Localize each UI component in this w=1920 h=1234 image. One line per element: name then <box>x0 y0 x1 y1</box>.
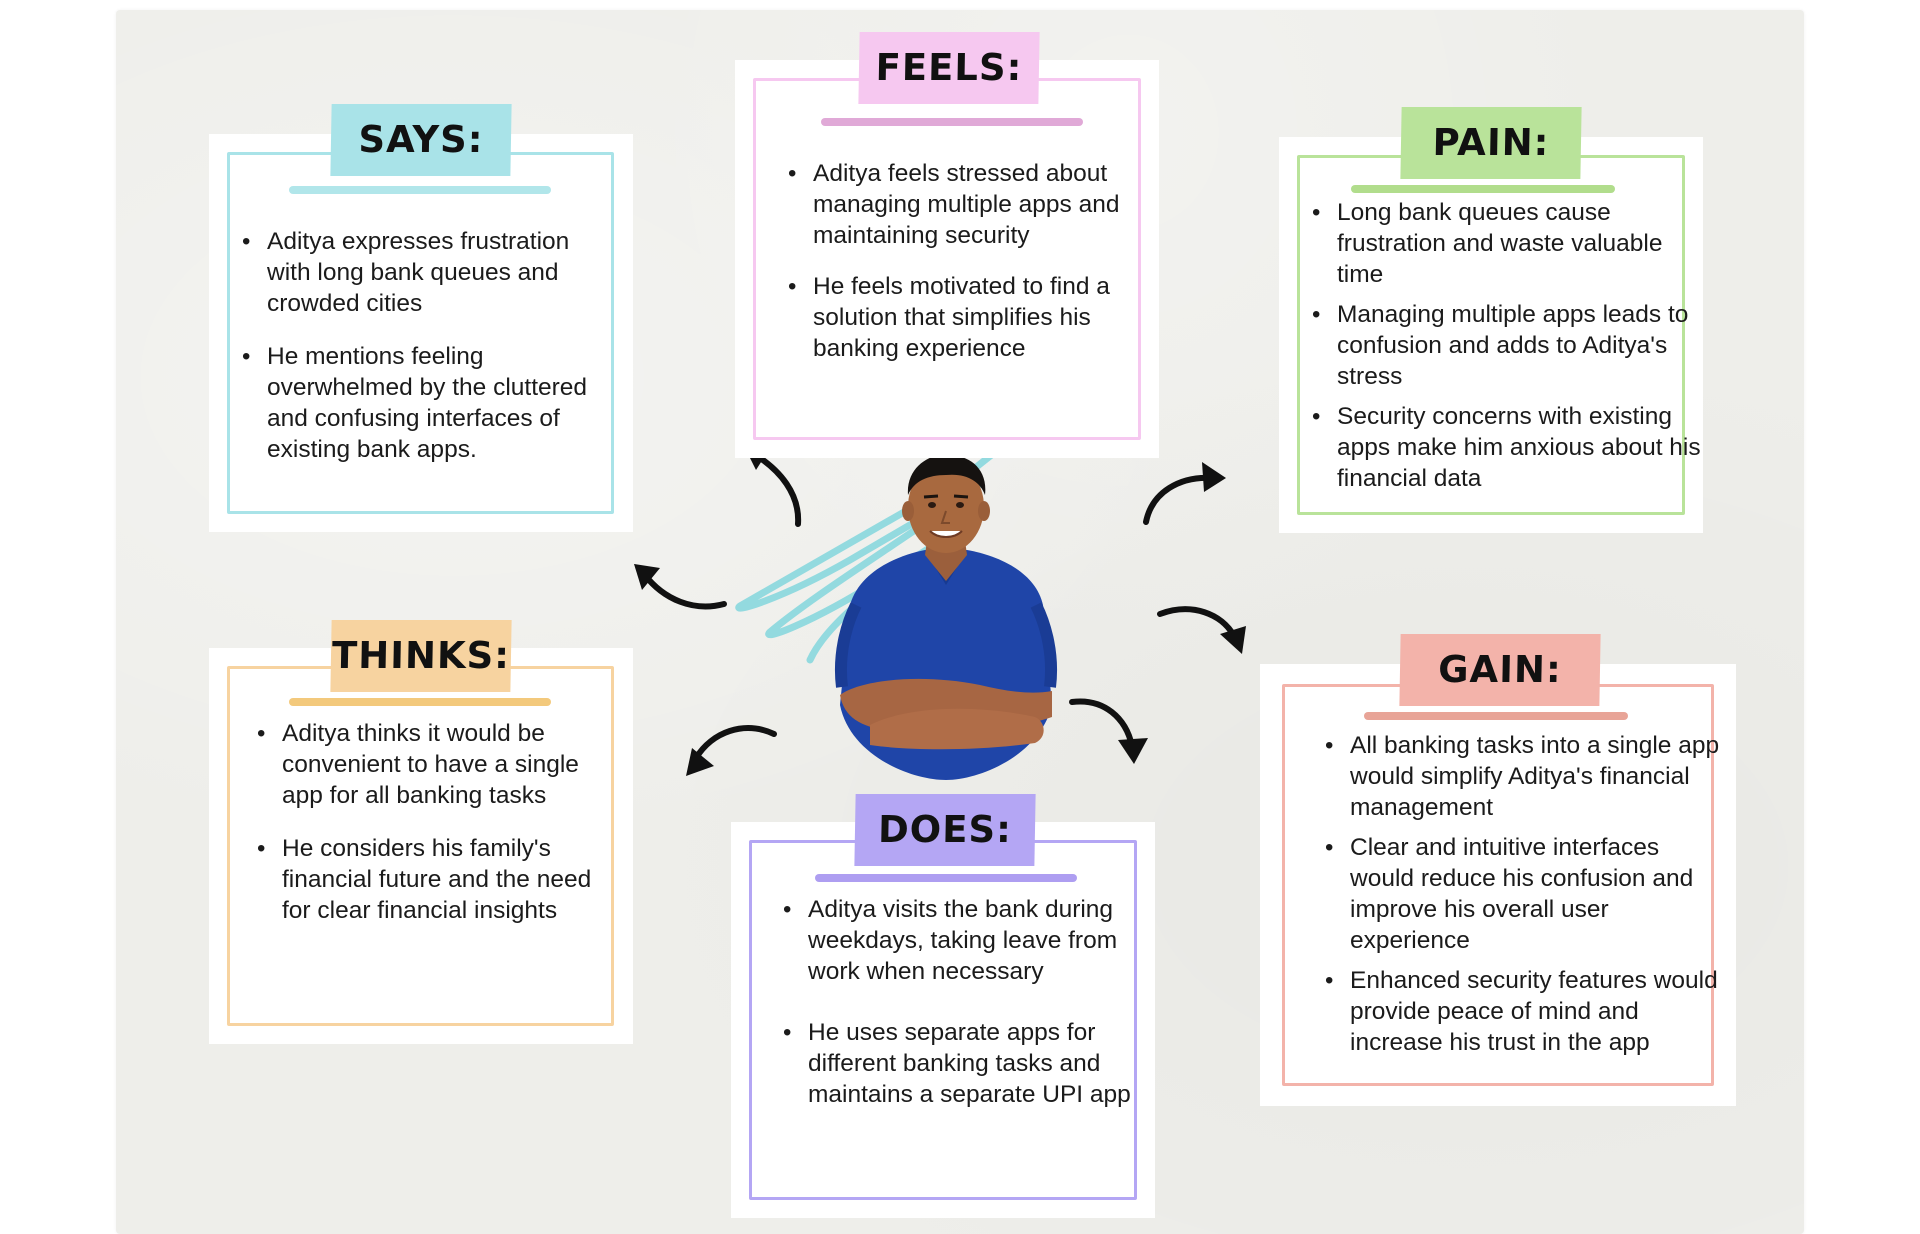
gain-card: GAIN: All banking tasks into a single ap… <box>1260 634 1736 1106</box>
says-item: He mentions feeling overwhelmed by the c… <box>242 341 611 465</box>
thinks-title: THINKS: <box>330 620 512 692</box>
gain-item: Enhanced security features would provide… <box>1325 965 1722 1058</box>
says-item: Aditya expresses frustration with long b… <box>242 226 611 319</box>
says-list: Aditya expresses frustration with long b… <box>241 226 611 465</box>
arrow-to-gain-icon <box>1157 606 1246 654</box>
pain-item: Security concerns with existing apps mak… <box>1312 401 1703 494</box>
gain-underline <box>1364 712 1628 720</box>
pain-card: PAIN: Long bank queues cause frustration… <box>1279 107 1703 533</box>
pain-item: Long bank queues cause frustration and w… <box>1312 197 1703 290</box>
does-title: DOES: <box>854 794 1036 866</box>
pain-title: PAIN: <box>1400 107 1582 179</box>
persona-avatar <box>834 455 1058 780</box>
gain-title: GAIN: <box>1399 634 1601 706</box>
does-card: DOES: Aditya visits the bank during week… <box>731 794 1155 1218</box>
does-item: Aditya visits the bank during weekdays, … <box>783 894 1148 987</box>
thinks-item: He considers his family's financial futu… <box>257 833 622 926</box>
thinks-underline <box>289 698 551 706</box>
feels-item: He feels motivated to find a solution th… <box>788 271 1153 364</box>
says-underline <box>289 186 551 194</box>
arrow-to-does-icon <box>1069 698 1148 764</box>
arrow-to-pain-icon <box>1143 462 1226 525</box>
pain-underline <box>1351 185 1615 193</box>
feels-underline <box>821 118 1083 126</box>
pain-list: Long bank queues cause frustration and w… <box>1311 197 1703 494</box>
pain-item: Managing multiple apps leads to confusio… <box>1312 299 1703 392</box>
feels-card: FEELS: Aditya feels stressed about manag… <box>735 32 1159 458</box>
feels-list: Aditya feels stressed about managing mul… <box>787 158 1153 364</box>
does-list: Aditya visits the bank during weekdays, … <box>782 894 1148 1110</box>
gain-item: Clear and intuitive interfaces would red… <box>1325 832 1722 956</box>
thinks-list: Aditya thinks it would be convenient to … <box>256 718 622 926</box>
does-underline <box>815 874 1077 882</box>
arrow-to-thinks-icon <box>686 725 777 776</box>
arrow-to-says-icon <box>634 564 727 610</box>
feels-title: FEELS: <box>858 32 1040 104</box>
gain-list: All banking tasks into a single app woul… <box>1324 730 1722 1058</box>
feels-item: Aditya feels stressed about managing mul… <box>788 158 1153 251</box>
does-item: He uses separate apps for different bank… <box>783 1017 1148 1110</box>
says-card: SAYS: Aditya expresses frustration with … <box>209 104 633 532</box>
gain-item: All banking tasks into a single app woul… <box>1325 730 1722 823</box>
says-title: SAYS: <box>330 104 512 176</box>
thinks-item: Aditya thinks it would be convenient to … <box>257 718 622 811</box>
thinks-card: THINKS: Aditya thinks it would be conven… <box>209 620 633 1044</box>
